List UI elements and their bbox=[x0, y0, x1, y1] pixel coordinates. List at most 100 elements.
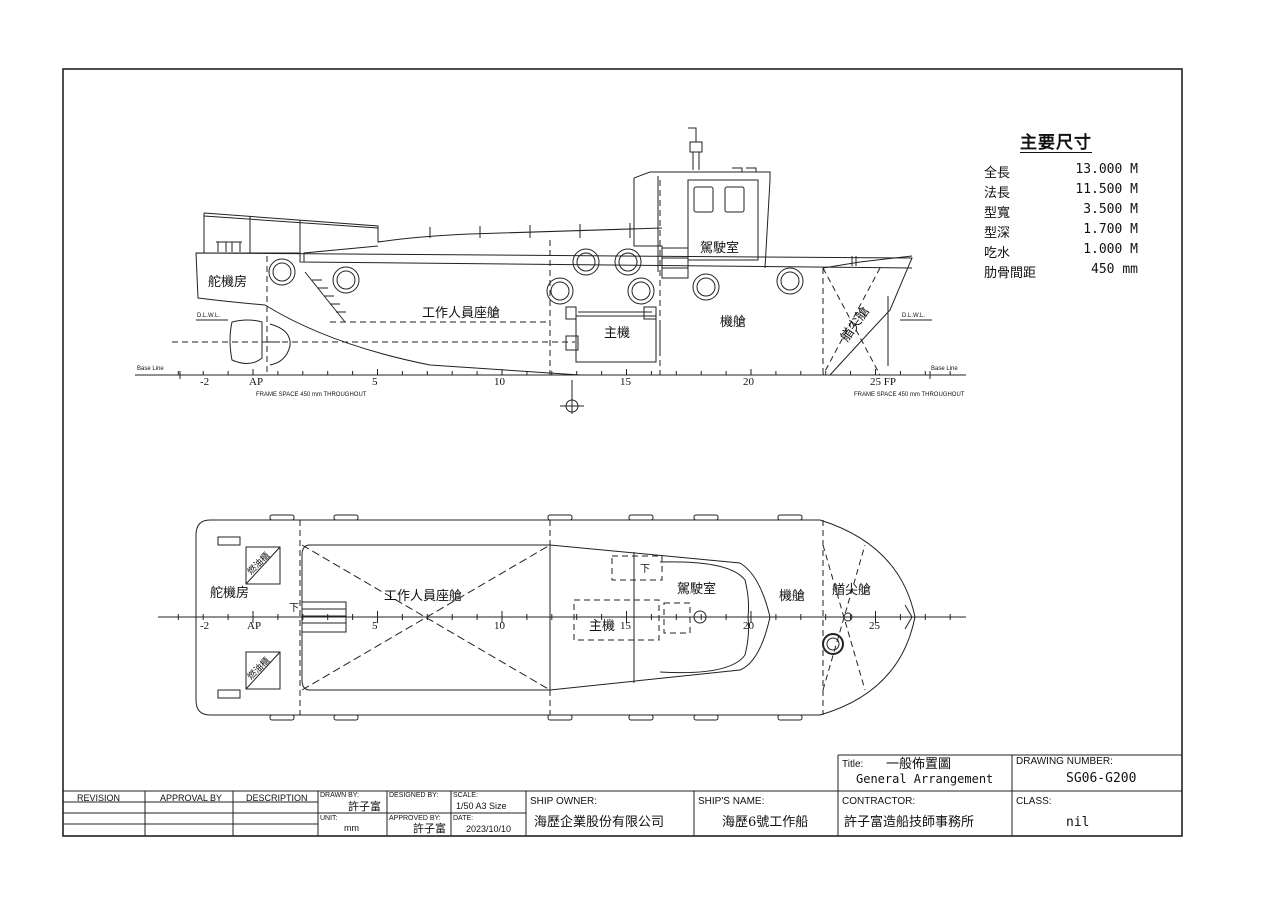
rudder-profile bbox=[229, 319, 263, 364]
plan-label-crew-seating: 工作人員座艙 bbox=[384, 589, 463, 604]
hull-plan bbox=[195, 519, 916, 716]
plan-label-engine-room: 機艙 bbox=[779, 589, 806, 604]
fender-tire bbox=[546, 277, 574, 305]
dimension-label: 型寬 bbox=[984, 206, 1011, 221]
fender-tire bbox=[268, 258, 296, 286]
main-dimensions-title: 主要尺寸 bbox=[1020, 133, 1092, 153]
fender-tire bbox=[572, 248, 600, 276]
dimension-label: 法長 bbox=[984, 186, 1011, 201]
profile-frame-label: 10 bbox=[494, 376, 505, 388]
plan-fender-top bbox=[547, 514, 573, 521]
fender-tire-inner bbox=[618, 252, 638, 272]
profile-frame-label: AP bbox=[249, 376, 264, 388]
fender-tire-inner bbox=[336, 270, 356, 290]
fender-tire bbox=[692, 273, 720, 301]
fuel-tank-stbd-box bbox=[245, 651, 281, 690]
description-header: DESCRIPTION bbox=[246, 793, 308, 803]
dimension-label: 型深 bbox=[984, 226, 1011, 241]
ship-name-caption: SHIP'S NAME: bbox=[698, 796, 765, 807]
profile-frame-label: 20 bbox=[743, 376, 754, 388]
profile-frame-label: 5 bbox=[372, 376, 378, 388]
scale-value: 1/50 A3 Size bbox=[456, 801, 507, 811]
dlwl-label-right: D.L.W.L. bbox=[902, 313, 926, 319]
dimension-value: 13.000 M bbox=[1075, 162, 1138, 177]
plan-fender-bottom bbox=[628, 714, 654, 721]
dimension-value: 11.500 M bbox=[1075, 182, 1138, 197]
fuel-tank-port-box bbox=[245, 546, 281, 585]
contractor-caption: CONTRACTOR: bbox=[842, 796, 916, 807]
approved-by-value: 許子富 bbox=[413, 822, 446, 835]
plan-fender-top bbox=[333, 514, 359, 521]
plan-frame-label: AP bbox=[247, 620, 262, 632]
frame-space-note-left: FRAME SPACE 450 mm THROUGHOUT bbox=[256, 392, 367, 398]
baseline-label-right: Base Line bbox=[931, 366, 958, 372]
dimension-value: 3.500 M bbox=[1083, 202, 1138, 217]
drawing-title-cn: 一般佈置圖 bbox=[886, 757, 952, 772]
plan-fender-bottom bbox=[547, 714, 573, 721]
drawing-border bbox=[62, 68, 1183, 837]
drawing-number: SG06-G200 bbox=[1066, 771, 1137, 786]
profile-label-crew-seating: 工作人員座艙 bbox=[422, 306, 501, 321]
engine-block-profile bbox=[575, 315, 657, 363]
plan-label-main-engine: 主機 bbox=[589, 619, 616, 634]
dlwl-label-left: D.L.W.L. bbox=[197, 313, 221, 319]
profile-frame-ticks bbox=[177, 369, 951, 375]
propeller-profile bbox=[269, 323, 291, 366]
dimension-label: 全長 bbox=[984, 166, 1011, 181]
drawing-number-caption: DRAWING NUMBER: bbox=[1016, 756, 1113, 767]
plan-frame-label: 25 bbox=[869, 620, 880, 632]
plan-fender-top bbox=[628, 514, 654, 521]
date-value: 2023/10/10 bbox=[466, 824, 512, 834]
plan-fender-bottom bbox=[269, 714, 295, 721]
drawing-title-en: General Arrangement bbox=[856, 772, 994, 786]
plan-fender-top bbox=[777, 514, 803, 521]
frame-space-note-right: FRAME SPACE 450 mm THROUGHOUT bbox=[854, 392, 965, 398]
profile-label-steering-gear-room: 舵機房 bbox=[208, 275, 248, 290]
plan-frame-label: 10 bbox=[494, 620, 505, 632]
drawn-by-value: 許子富 bbox=[348, 800, 381, 813]
class-caption: CLASS: bbox=[1016, 796, 1052, 807]
ship-owner-value: 海歷企業股份有限公司 bbox=[534, 815, 665, 830]
profile-frame-label: 15 bbox=[620, 376, 631, 388]
dimension-row: 全長 13.000 M bbox=[984, 162, 1144, 182]
profile-frame-label: -2 bbox=[200, 376, 210, 388]
designed-by-caption: DESIGNED BY: bbox=[389, 792, 439, 799]
plan-fender-bottom bbox=[693, 714, 719, 721]
fender-tire bbox=[776, 267, 804, 295]
rail-detail bbox=[216, 241, 242, 252]
plan-frame-label: 5 bbox=[372, 620, 378, 632]
baseline-label-left: Base Line bbox=[137, 366, 164, 372]
date-caption: DATE: bbox=[453, 815, 474, 822]
dimension-value: 1.000 M bbox=[1083, 242, 1138, 257]
fender-tire bbox=[614, 248, 642, 276]
ship-owner-caption: SHIP OWNER: bbox=[530, 796, 598, 807]
fender-tire-inner bbox=[550, 281, 570, 301]
dimension-label: 肋骨間距 bbox=[984, 266, 1037, 281]
class-value: nil bbox=[1066, 815, 1090, 830]
plan-frame-label: 15 bbox=[620, 620, 631, 632]
dimension-row: 法長 11.500 M bbox=[984, 182, 1144, 202]
plan-label-steering-gear-room: 舵機房 bbox=[210, 586, 250, 601]
unit-value: mm bbox=[344, 823, 359, 833]
plan-fender-bottom bbox=[777, 714, 803, 721]
scale-caption: SCALE: bbox=[453, 792, 478, 799]
dimension-row: 型寬 3.500 M bbox=[984, 202, 1144, 222]
revision-header: REVISION bbox=[77, 793, 121, 803]
plan-fender-bottom bbox=[333, 714, 359, 721]
plan-view bbox=[158, 514, 966, 721]
dimension-label: 吃水 bbox=[984, 246, 1011, 261]
approval-header: APPROVAL BY bbox=[160, 793, 223, 803]
profile-frame-label: 25 FP bbox=[870, 376, 896, 388]
fender-tire-inner bbox=[576, 252, 596, 272]
dimension-value: 450 mm bbox=[1091, 262, 1138, 277]
fender-tire-inner bbox=[780, 271, 800, 291]
fender-tire bbox=[627, 277, 655, 305]
drawn-by-caption: DRAWN BY: bbox=[320, 792, 360, 799]
approved-by-caption: APPROVED BY: bbox=[389, 815, 441, 822]
title-caption: Title: bbox=[842, 759, 864, 770]
contractor-value: 許子富造船技師事務所 bbox=[844, 815, 975, 830]
fender-tire-inner bbox=[272, 262, 292, 282]
profile-label-wheelhouse: 駕駛室 bbox=[700, 241, 740, 256]
plan-label-fore-peak: 艏尖艙 bbox=[832, 583, 872, 598]
